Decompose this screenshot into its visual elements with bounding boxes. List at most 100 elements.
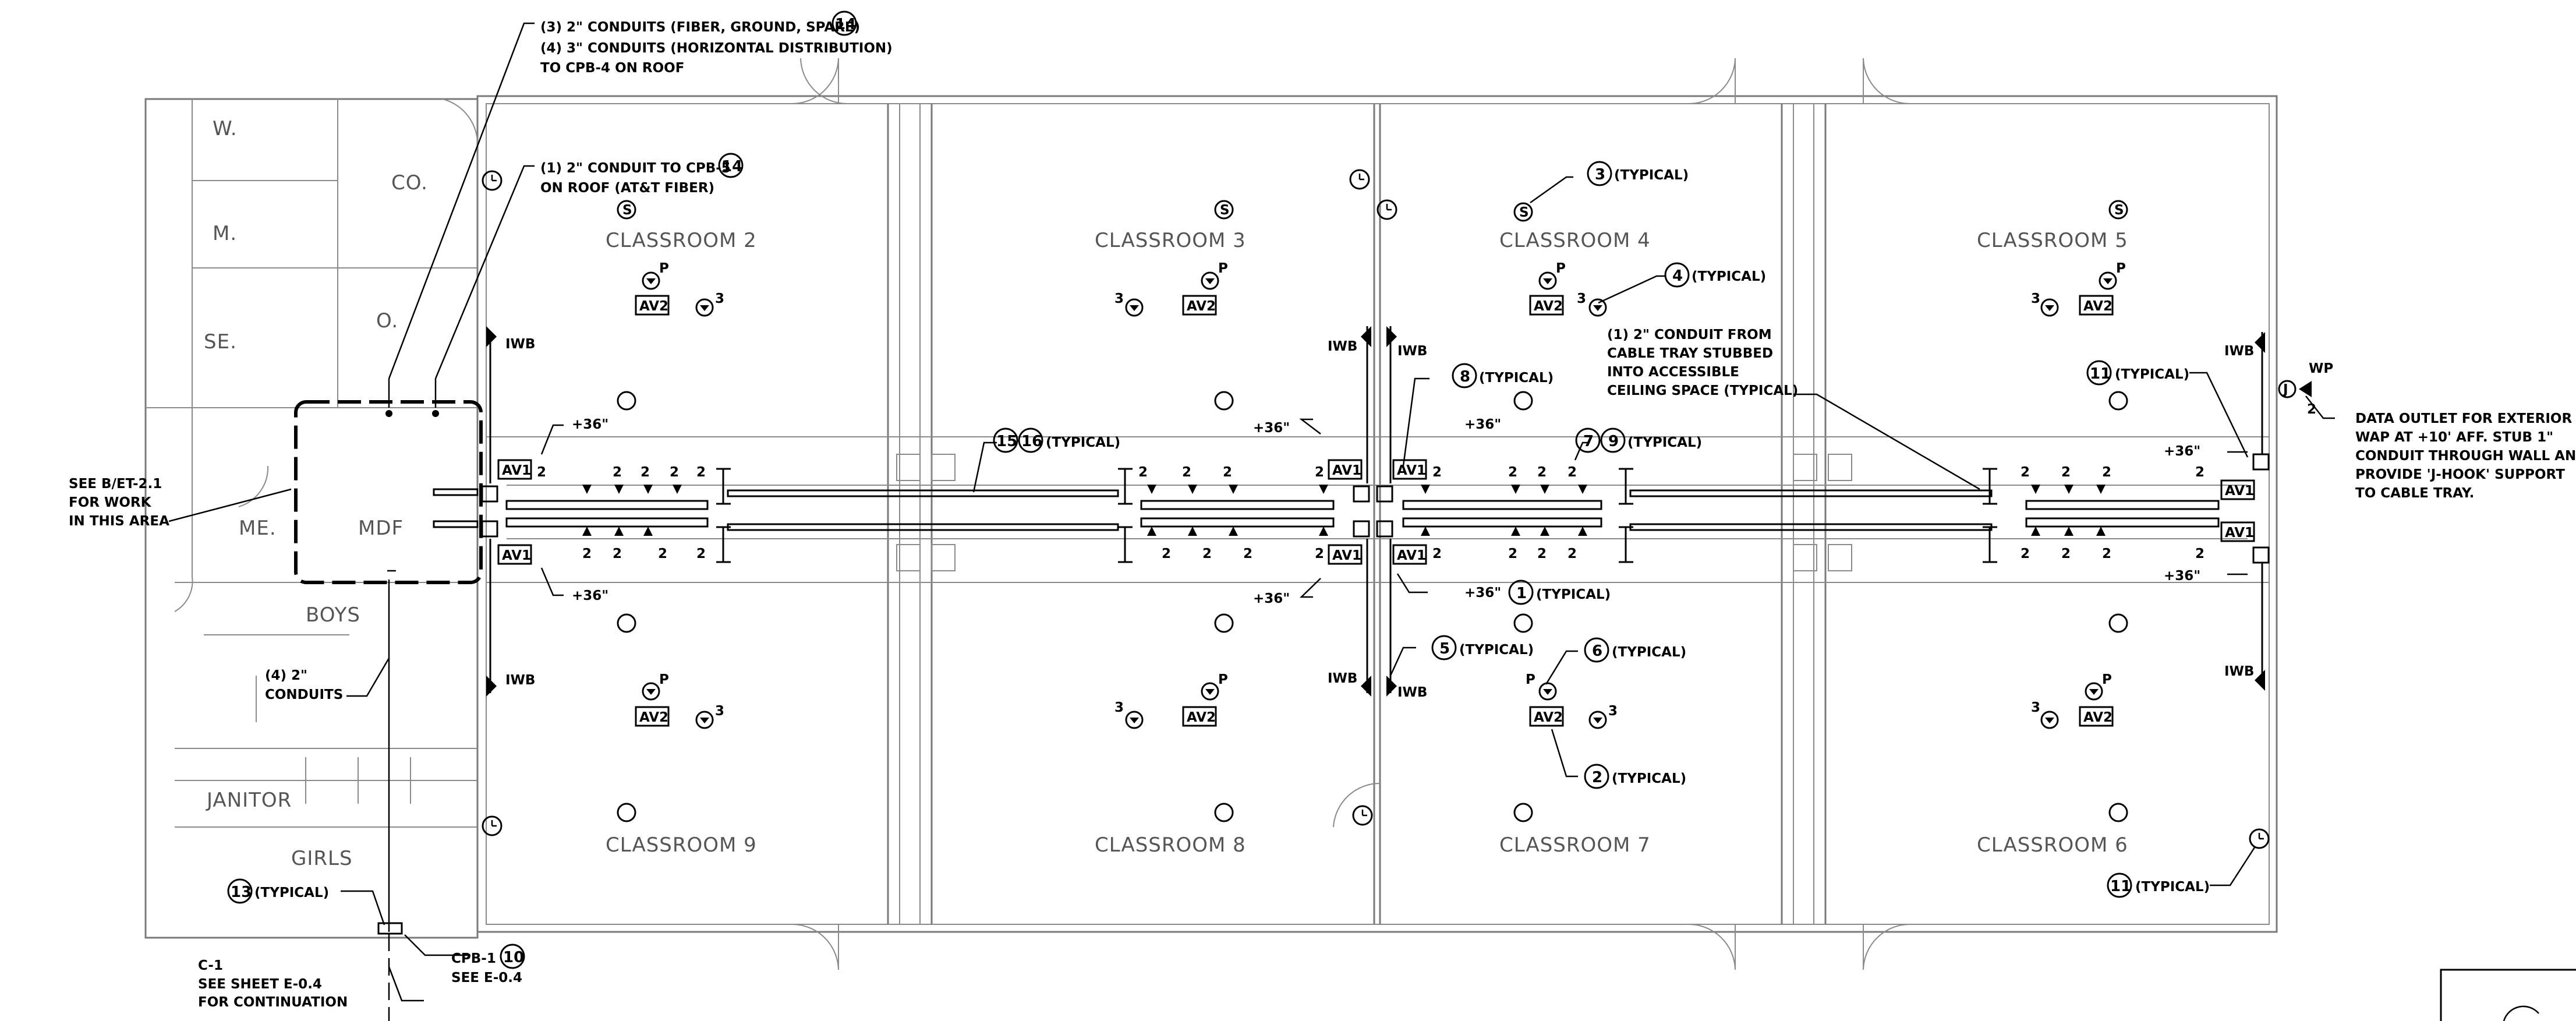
- keynote-13-typical: (TYPICAL): [254, 885, 329, 900]
- count-w-top-1: 2: [537, 465, 546, 480]
- count-w-top-5: 2: [696, 465, 706, 480]
- mdf-room-boundary: [294, 379, 483, 1021]
- keynote-labels: 14 14 3 (TYPICAL) 4 (TYPICAL) 8 (TYPICAL…: [231, 16, 2210, 966]
- keynote-8: 8: [1460, 368, 1470, 386]
- room-classroom-4: CLASSROOM 4: [1499, 229, 1651, 252]
- junction-boxes: [481, 453, 2270, 564]
- keynote-10: 10: [503, 949, 524, 966]
- tag-av2-c3-top: AV2: [1187, 299, 1216, 314]
- tag-plus36-c5-bottom: +36": [2164, 568, 2200, 584]
- count-c4-bot-4: 2: [1567, 546, 1577, 561]
- note-exterior-2: WAP AT +10' AFF. STUB 1": [2355, 430, 2553, 445]
- room-classroom-5: CLASSROOM 5: [1977, 229, 2128, 252]
- tray-c4: [1402, 500, 1602, 528]
- note-cpb1-1: CPB-1: [451, 951, 496, 966]
- tag-iwb-w-bottom: IWB: [505, 673, 535, 688]
- tag-s-c4-top: S: [1519, 205, 1529, 220]
- note-cpb5-2: ON ROOF (AT&T FIBER): [540, 181, 714, 196]
- count-c3-bot-3: 2: [1243, 546, 1252, 561]
- count-w-top-4: 2: [670, 465, 679, 480]
- note-four-conduits-1: (4) 2": [265, 668, 307, 683]
- count-w-bot-4: 2: [696, 546, 706, 561]
- keynote-16: 16: [1021, 433, 1042, 450]
- tag-iwb-w-top: IWB: [505, 337, 535, 352]
- outlet-count-labels: 2 2 2 2 2 2 2 2 2 2 2 2 2 2 2 2 2 2 2 2 …: [537, 465, 2205, 561]
- keynote-14-top: 14: [835, 16, 856, 33]
- tag-av1-c3-bottom: AV1: [1332, 548, 1361, 563]
- room-labels: CLASSROOM 2 CLASSROOM 3 CLASSROOM 4 CLAS…: [204, 117, 2128, 870]
- keynote-1: 1: [1516, 585, 1527, 602]
- tag-p-c2-top: P: [659, 261, 669, 276]
- tag-3-c5-top: 3: [2031, 291, 2040, 306]
- count-c4-bot-1: 2: [1432, 546, 1442, 561]
- tag-plus36-c3-top: +36": [1253, 421, 1290, 436]
- tag-3-c6: 3: [2031, 700, 2040, 715]
- tag-s-c2-top: S: [622, 203, 632, 218]
- tray-corridor-1: [727, 489, 1119, 531]
- room-mdf: MDF: [358, 517, 404, 540]
- tag-plus36-c3-bottom: +36": [1253, 591, 1290, 606]
- count-c4-bot-3: 2: [1537, 546, 1547, 561]
- keynote-14-cpb5: 14: [721, 158, 742, 175]
- tag-av1-c5-top: AV1: [2225, 483, 2254, 499]
- note-exterior-4: PROVIDE 'J-HOOK' SUPPORT: [2355, 467, 2565, 482]
- tag-p-c7: P: [1526, 672, 1535, 687]
- note-stub-2: CABLE TRAY STUBBED: [1607, 346, 1773, 361]
- count-c3-top-2: 2: [1182, 465, 1191, 480]
- tag-3-c9: 3: [715, 704, 724, 719]
- keynote-13: 13: [231, 884, 252, 901]
- speaker-symbols: [617, 200, 2128, 822]
- keynote-5-typical: (TYPICAL): [1459, 642, 1534, 658]
- room-janitor: JANITOR: [206, 789, 292, 812]
- keynote-2-typical: (TYPICAL): [1612, 771, 1686, 786]
- keynote-2: 2: [1592, 769, 1602, 786]
- note-top-conduits-1: (3) 2" CONDUITS (FIBER, GROUND, SPARE): [540, 20, 860, 35]
- tag-av1-w-top: AV1: [502, 463, 531, 478]
- note-exterior-1: DATA OUTLET FOR EXTERIOR: [2355, 411, 2572, 426]
- clock-symbols: [482, 169, 2270, 849]
- note-c1-3: FOR CONTINUATION: [198, 995, 348, 1010]
- projector-outlets: [642, 271, 2117, 729]
- tag-av1-c3-top: AV1: [1332, 463, 1361, 478]
- keynote-5: 5: [1439, 640, 1450, 658]
- tag-3-c8: 3: [1114, 700, 1124, 715]
- tag-plus36-w-bottom: +36": [572, 588, 608, 603]
- note-c1-1: C-1: [198, 958, 223, 973]
- note-stub-1: (1) 2" CONDUIT FROM: [1607, 327, 1772, 342]
- tray-c5: [2025, 500, 2220, 528]
- count-c5-bot-3: 2: [2102, 546, 2111, 561]
- tag-av2-c6: AV2: [2083, 710, 2113, 725]
- room-classroom-6: CLASSROOM 6: [1977, 833, 2128, 857]
- tag-av2-c5-top: AV2: [2083, 299, 2113, 314]
- keynote-8-typical: (TYPICAL): [1479, 370, 1554, 386]
- note-top-conduits-3: TO CPB-4 ON ROOF: [540, 61, 684, 76]
- count-c4-top-1: 2: [1432, 465, 1442, 480]
- note-top-conduits-2: (4) 3" CONDUITS (HORIZONTAL DISTRIBUTION…: [540, 41, 893, 56]
- keynote-6-typical: (TYPICAL): [1612, 645, 1686, 660]
- keynote-7-9-typical: (TYPICAL): [1627, 435, 1702, 450]
- iwb-conduits: [486, 326, 2265, 697]
- room-m: M.: [213, 222, 237, 245]
- tray-west: [505, 500, 709, 528]
- tag-3-c3-top: 3: [1114, 291, 1124, 306]
- building-walls: [476, 58, 2278, 970]
- tag-p-c4-top: P: [1556, 261, 1566, 276]
- count-c5-bot-1: 2: [2021, 546, 2030, 561]
- count-c5-bot-2: 2: [2061, 546, 2071, 561]
- keynote-1-typical: (TYPICAL): [1536, 587, 1611, 602]
- keynote-9: 9: [1608, 433, 1619, 450]
- keynote-4: 4: [1672, 267, 1683, 285]
- room-girls: GIRLS: [291, 847, 353, 870]
- note-see-b-3: IN THIS AREA: [69, 514, 169, 529]
- note-c1-2: SEE SHEET E-0.4: [198, 977, 322, 992]
- room-boys: BOYS: [306, 603, 360, 627]
- tag-s-c3-top: S: [1220, 203, 1230, 218]
- keynote-11-top-typical: (TYPICAL): [2115, 367, 2189, 382]
- tag-3-c4-top: 3: [1577, 291, 1586, 306]
- tray-corridor-2: [1629, 489, 1993, 531]
- room-classroom-8: CLASSROOM 8: [1095, 833, 1246, 857]
- tray-supports: [716, 468, 1997, 563]
- tag-av2-c9: AV2: [639, 710, 668, 725]
- tag-iwb-c8: IWB: [1328, 671, 1357, 686]
